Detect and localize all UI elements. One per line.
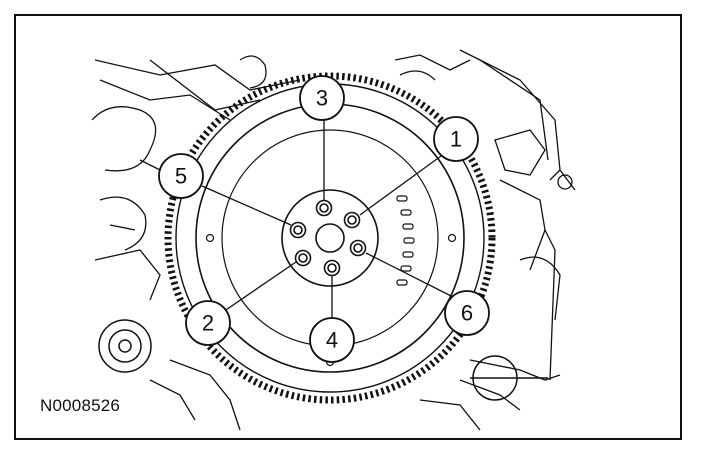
callout-2: 2 [185,300,231,346]
pulley-lower-left [98,319,152,373]
callout-4-label: 4 [326,328,338,353]
callout-leaders [201,120,458,318]
bolt-5 [289,221,307,239]
callout-6-label: 6 [461,301,473,326]
flywheel-bolts [289,199,367,277]
bolt-6 [349,239,367,257]
callout-1: 1 [433,116,479,162]
callout-5-label: 5 [175,164,187,189]
bolt-3 [315,199,333,217]
callout-6: 6 [444,290,490,336]
timing-slots [396,195,415,286]
ring-gear-teeth [164,72,496,404]
bolt-1 [343,211,361,229]
housing-lower-right [470,355,548,401]
callout-3: 3 [299,75,345,121]
callout-3-label: 3 [316,86,328,111]
bolt-4 [323,259,341,277]
bolt-2 [294,249,312,267]
callout-4: 4 [309,317,355,363]
callout-1-label: 1 [450,127,462,152]
callout-2-label: 2 [202,311,214,336]
callouts: 1 2 3 4 5 6 [158,75,490,363]
engine-background-linework [91,49,576,431]
figure-id: N0008526 [40,396,121,415]
callout-5: 5 [158,153,204,199]
